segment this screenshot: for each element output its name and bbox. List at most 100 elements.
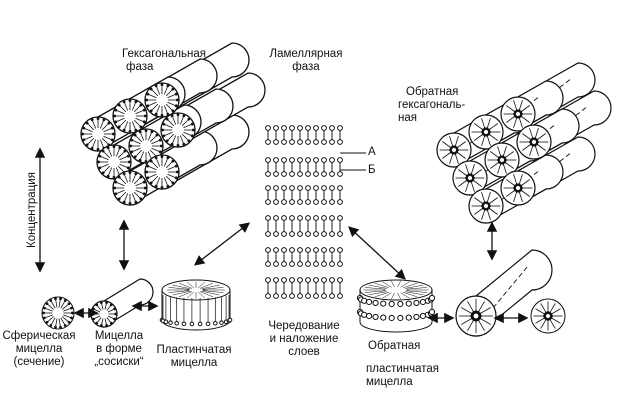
lipid-tail bbox=[116, 117, 125, 122]
concentration-label: Концентрация bbox=[26, 172, 38, 248]
lipid-head bbox=[397, 314, 404, 322]
lipid-head bbox=[174, 104, 178, 108]
lipid-head bbox=[313, 247, 319, 253]
lipid-tail bbox=[549, 303, 556, 313]
lipid-head bbox=[289, 139, 295, 145]
lipid-head bbox=[114, 120, 118, 124]
lipid-head bbox=[160, 113, 164, 117]
lipid-head bbox=[160, 83, 164, 87]
lipid-head bbox=[273, 261, 279, 267]
lipid-head bbox=[305, 261, 311, 267]
lipid-head bbox=[265, 185, 271, 191]
lipid-head bbox=[265, 157, 271, 163]
lipid-tail bbox=[167, 94, 176, 99]
lipid-tail bbox=[540, 319, 547, 329]
lipid-head bbox=[150, 130, 154, 134]
lipid-head bbox=[297, 185, 303, 191]
lipid-tail bbox=[148, 166, 157, 171]
lipid-head bbox=[273, 231, 279, 237]
lipid-head bbox=[313, 231, 319, 237]
lipid-head bbox=[128, 171, 132, 175]
hexagonal-phase-cylinders bbox=[80, 42, 266, 207]
lipid-head bbox=[107, 121, 111, 125]
spherical-line-2: мицелла bbox=[15, 343, 63, 355]
lipid-tail bbox=[481, 209, 486, 220]
lipid-tail bbox=[529, 145, 534, 156]
lipid-head bbox=[337, 293, 343, 299]
lipid-head bbox=[70, 316, 73, 320]
lipid-tail bbox=[131, 121, 136, 130]
top-line bbox=[382, 281, 392, 288]
top-line bbox=[364, 287, 386, 290]
lipid-tail bbox=[489, 208, 498, 215]
lipid-tail bbox=[107, 309, 114, 313]
lipid-head bbox=[313, 185, 319, 191]
lipid-head bbox=[313, 261, 319, 267]
top-line bbox=[186, 281, 195, 289]
lipid-tail bbox=[103, 165, 111, 173]
lipid-head bbox=[337, 215, 343, 221]
lipid-tail bbox=[167, 173, 176, 178]
lipid-tail bbox=[103, 128, 112, 133]
lipid-head bbox=[329, 199, 335, 205]
lipid-tail bbox=[181, 119, 189, 127]
lipid-tail bbox=[163, 177, 168, 186]
lipid-tail bbox=[167, 166, 176, 171]
lipid-head bbox=[114, 192, 118, 196]
lipid-tail bbox=[156, 86, 161, 95]
lipid-head bbox=[139, 197, 143, 201]
lipid-head bbox=[112, 145, 116, 149]
lipid-tail bbox=[461, 307, 472, 314]
top-line bbox=[201, 284, 220, 290]
lipid-head bbox=[128, 99, 132, 103]
lipid-head bbox=[455, 146, 459, 150]
lipid-tail bbox=[108, 148, 113, 157]
lipid-head bbox=[174, 320, 179, 326]
lipid-tail bbox=[163, 105, 168, 114]
lipid-tail bbox=[481, 118, 486, 129]
lipid-head bbox=[155, 133, 159, 137]
lipid-head bbox=[134, 200, 138, 204]
lipid-head bbox=[126, 166, 130, 170]
lipid-tail bbox=[116, 189, 125, 194]
sausage-line-2: в форме bbox=[96, 343, 142, 355]
lipid-tail bbox=[124, 102, 129, 111]
lipid-head bbox=[337, 261, 343, 267]
lipid-head bbox=[329, 171, 335, 177]
alternation-label: Чередование и наложение слоев bbox=[262, 320, 346, 359]
lipid-head bbox=[118, 146, 122, 150]
lipid-head bbox=[191, 128, 195, 132]
lipid-head bbox=[519, 110, 523, 114]
lipid-head bbox=[337, 125, 343, 131]
lipid-head bbox=[134, 128, 138, 132]
alternation-line-2: и наложение bbox=[269, 333, 339, 345]
lipid-head bbox=[405, 300, 412, 307]
lipid-tail bbox=[148, 101, 157, 106]
lipid-head bbox=[49, 299, 53, 302]
lipid-tail bbox=[124, 121, 129, 130]
lipid-tail bbox=[55, 318, 58, 326]
top-line bbox=[178, 282, 193, 289]
hexagonal-phase-label: Гексагональная фаза bbox=[104, 48, 224, 74]
lipid-tail bbox=[151, 89, 159, 97]
lipid-head bbox=[329, 277, 335, 283]
lipid-head bbox=[154, 112, 158, 116]
lipid-head bbox=[122, 100, 126, 104]
inverse-hexagonal-phase-cylinders bbox=[436, 62, 612, 225]
lipid-head bbox=[219, 320, 224, 325]
lipid-head bbox=[297, 157, 303, 163]
lipid-tail bbox=[518, 117, 523, 128]
lipid-head bbox=[149, 109, 153, 113]
lipid-head bbox=[337, 185, 343, 191]
lipid-head bbox=[122, 128, 126, 132]
lipid-tail bbox=[148, 173, 157, 178]
lipid-tail bbox=[156, 105, 161, 114]
lipid-head bbox=[273, 293, 279, 299]
lipid-head bbox=[273, 171, 279, 177]
lipid-tail bbox=[551, 308, 561, 315]
lipid-head bbox=[289, 231, 295, 237]
lipid-head bbox=[329, 139, 335, 145]
lipid-head bbox=[67, 320, 71, 324]
lipid-head bbox=[372, 313, 379, 321]
lipid-head bbox=[122, 172, 126, 176]
